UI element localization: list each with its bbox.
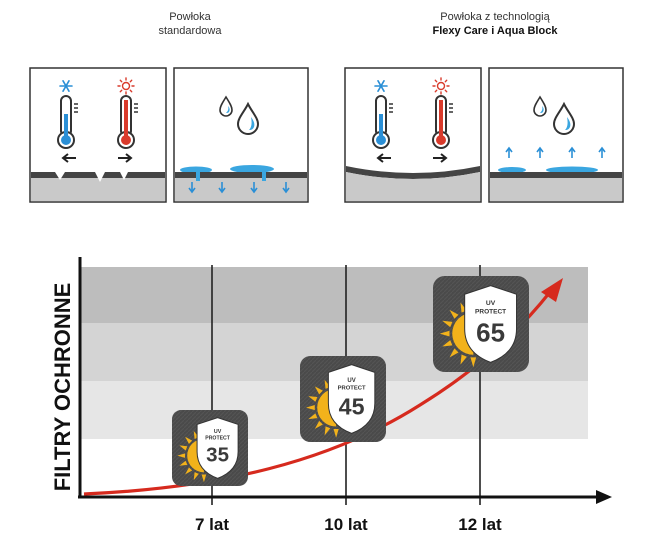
standard-caption-line1: Powłoka: [169, 11, 211, 23]
badge-spf-value: 35: [206, 444, 229, 467]
badge-uv-label: UV: [214, 429, 222, 435]
badge-spf-value: 65: [476, 319, 505, 347]
arrow-right-icon: [433, 153, 448, 163]
standard-coating-caption: Powłoka standardowa: [115, 10, 265, 38]
flexy-caption-line1: Powłoka z technologią: [440, 11, 550, 23]
standard-caption-line2: standardowa: [158, 25, 222, 37]
badge-protect-label: PROTECT: [205, 436, 230, 442]
y-axis-title: FILTRY OCHRONNE: [50, 283, 75, 492]
badge-spf-value: 45: [339, 393, 365, 419]
flexy-water-panel: [488, 67, 624, 203]
x-axis-arrowhead: [596, 490, 612, 504]
x-label-7: 7 lat: [195, 515, 229, 534]
flexy-coating-caption: Powłoka z technologią Flexy Care i Aqua …: [395, 10, 595, 38]
arrow-left-icon: [376, 153, 391, 163]
badge-protect-label: PROTECT: [475, 308, 506, 315]
arrow-right-icon: [118, 153, 133, 163]
uv-protection-chart: FILTRY OCHRONNE 7 lat 10 lat 12 lat UVPR…: [50, 257, 612, 534]
shield-icon: [327, 364, 376, 434]
flexy-thermal-panel: [344, 67, 482, 203]
x-label-12: 12 lat: [458, 515, 502, 534]
x-label-10: 10 lat: [324, 515, 368, 534]
badge-protect-label: PROTECT: [338, 386, 366, 392]
flexy-caption-bold: Flexy Care i Aqua Block: [432, 25, 558, 37]
flexy-caption-line2: Flexy Care i Aqua Block: [395, 24, 595, 38]
standard-thermal-panel: [29, 67, 167, 203]
badge-uv-label: UV: [347, 378, 355, 384]
badge-uv-label: UV: [486, 300, 496, 307]
curve-arrowhead: [541, 278, 563, 302]
shield-icon: [196, 417, 239, 479]
arrow-left-icon: [61, 153, 76, 163]
standard-water-panel: [173, 67, 309, 203]
shield-icon: [464, 285, 518, 363]
